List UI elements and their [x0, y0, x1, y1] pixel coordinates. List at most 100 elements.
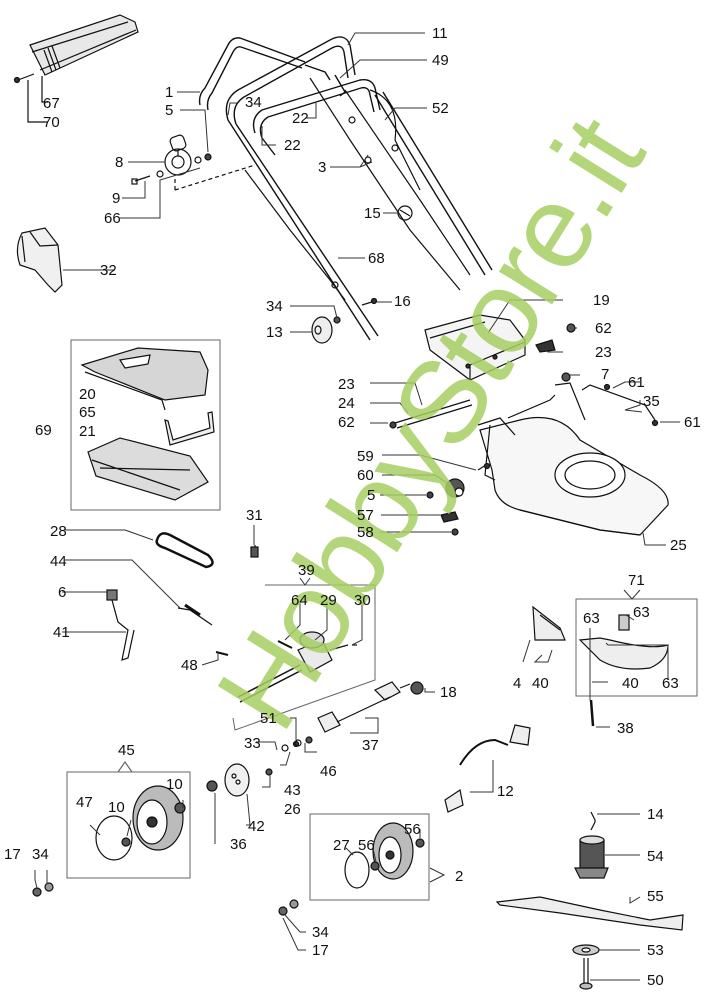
part-label[interactable]: 33	[244, 735, 261, 752]
part-label[interactable]: 69	[35, 422, 52, 439]
part-label[interactable]: 59	[357, 448, 374, 465]
part-label[interactable]: 36	[230, 836, 247, 853]
part-label[interactable]: 23	[338, 376, 355, 393]
side-deflector-part[interactable]	[532, 605, 566, 641]
part-label[interactable]: 49	[432, 52, 449, 69]
part-label[interactable]: 8	[115, 154, 124, 171]
part-label[interactable]: 56	[404, 821, 421, 838]
grass-bag-frame-part[interactable]	[164, 411, 215, 446]
part-label[interactable]: 42	[248, 818, 265, 835]
part-label[interactable]: 19	[593, 292, 610, 309]
part-label[interactable]: 5	[367, 487, 376, 504]
part-label[interactable]: 50	[647, 972, 664, 989]
part-label[interactable]: 7	[601, 366, 610, 383]
part-label[interactable]: 27	[333, 837, 350, 854]
part-label[interactable]: 48	[181, 657, 198, 674]
part-label[interactable]: 5	[165, 102, 174, 119]
part-label[interactable]: 61	[628, 374, 645, 391]
part-label[interactable]: 40	[532, 675, 549, 692]
part-label[interactable]: 14	[647, 806, 664, 823]
part-label[interactable]: 40	[622, 675, 639, 692]
part-label[interactable]: 21	[79, 423, 96, 440]
part-label[interactable]: 53	[647, 942, 664, 959]
blade-adapter-part[interactable]	[574, 835, 609, 879]
part-label[interactable]: 34	[245, 94, 262, 111]
part-label[interactable]: 32	[100, 262, 117, 279]
grass-bag-bottom-part[interactable]	[87, 437, 209, 501]
part-label[interactable]: 64	[291, 592, 308, 609]
part-label[interactable]: 23	[595, 344, 612, 361]
handle-cover-part[interactable]	[29, 14, 139, 76]
part-label[interactable]: 62	[595, 320, 612, 337]
mower-deck-part[interactable]	[477, 382, 669, 536]
cable-part[interactable]	[244, 77, 471, 301]
part-label[interactable]: 3	[318, 159, 327, 176]
front-wheel-part[interactable]	[372, 822, 414, 880]
part-label[interactable]: 70	[43, 114, 60, 131]
part-label[interactable]: 20	[79, 386, 96, 403]
throttle-lever-part[interactable]	[164, 134, 192, 176]
part-label[interactable]: 16	[394, 293, 411, 310]
upper-handle-part[interactable]	[198, 36, 493, 341]
part-label[interactable]: 52	[432, 100, 449, 117]
part-label[interactable]: 55	[647, 888, 664, 905]
part-label[interactable]: 17	[312, 942, 329, 959]
part-label[interactable]: 22	[284, 137, 301, 154]
part-label[interactable]: 18	[440, 684, 457, 701]
part-label[interactable]: 65	[79, 404, 96, 421]
part-label[interactable]: 12	[497, 783, 514, 800]
part-label[interactable]: 24	[338, 395, 355, 412]
part-label[interactable]: 15	[364, 205, 381, 222]
part-label[interactable]: 41	[53, 624, 70, 641]
part-label[interactable]: 34	[32, 846, 49, 863]
height-lever-part[interactable]	[444, 724, 531, 813]
grass-bag-top-part[interactable]	[80, 347, 209, 411]
part-label[interactable]: 62	[338, 414, 355, 431]
gearbox-part[interactable]	[237, 631, 349, 703]
part-label[interactable]: 1	[165, 84, 174, 101]
rear-axle-part[interactable]	[394, 399, 473, 429]
part-label[interactable]: 10	[166, 776, 183, 793]
height-adjuster-part[interactable]	[445, 478, 465, 498]
part-label[interactable]: 6	[58, 584, 67, 601]
part-label[interactable]: 46	[320, 763, 337, 780]
rear-rod-part[interactable]	[581, 384, 656, 421]
part-label[interactable]: 51	[260, 710, 277, 727]
part-label[interactable]: 39	[298, 562, 315, 579]
part-label[interactable]: 57	[357, 507, 374, 524]
part-label[interactable]: 63	[583, 610, 600, 627]
clip-part[interactable]	[397, 205, 413, 221]
wheel-gear-part[interactable]	[224, 763, 250, 797]
part-label[interactable]: 66	[104, 210, 121, 227]
part-label[interactable]: 63	[662, 675, 679, 692]
part-label[interactable]: 43	[284, 782, 301, 799]
part-label[interactable]: 54	[647, 848, 664, 865]
front-axle-part[interactable]	[317, 681, 411, 733]
part-label[interactable]: 71	[628, 572, 645, 589]
part-label[interactable]: 34	[312, 924, 329, 941]
part-label[interactable]: 44	[50, 553, 67, 570]
blade-bolt-part[interactable]	[579, 958, 593, 990]
cutting-blade-part[interactable]	[495, 896, 684, 931]
part-label[interactable]: 61	[684, 414, 701, 431]
screw-part[interactable]	[13, 73, 35, 84]
part-label[interactable]: 45	[118, 742, 135, 759]
part-label[interactable]: 60	[357, 467, 374, 484]
part-label[interactable]: 37	[362, 737, 379, 754]
engine-cover-part[interactable]	[16, 227, 63, 293]
part-label[interactable]: 29	[320, 592, 337, 609]
handle-knob-part[interactable]	[311, 316, 333, 344]
part-label[interactable]: 58	[357, 524, 374, 541]
part-label[interactable]: 56	[358, 837, 375, 854]
part-label[interactable]: 47	[76, 794, 93, 811]
rear-flap-part[interactable]	[424, 314, 526, 381]
part-label[interactable]: 26	[284, 801, 301, 818]
part-label[interactable]: 31	[246, 507, 263, 524]
part-label[interactable]: 22	[292, 110, 309, 127]
part-label[interactable]: 67	[43, 95, 60, 112]
part-label[interactable]: 38	[617, 720, 634, 737]
drive-belt-part[interactable]	[155, 532, 214, 569]
part-label[interactable]: 17	[4, 846, 21, 863]
part-label[interactable]: 34	[266, 298, 283, 315]
part-label[interactable]: 2	[455, 868, 464, 885]
